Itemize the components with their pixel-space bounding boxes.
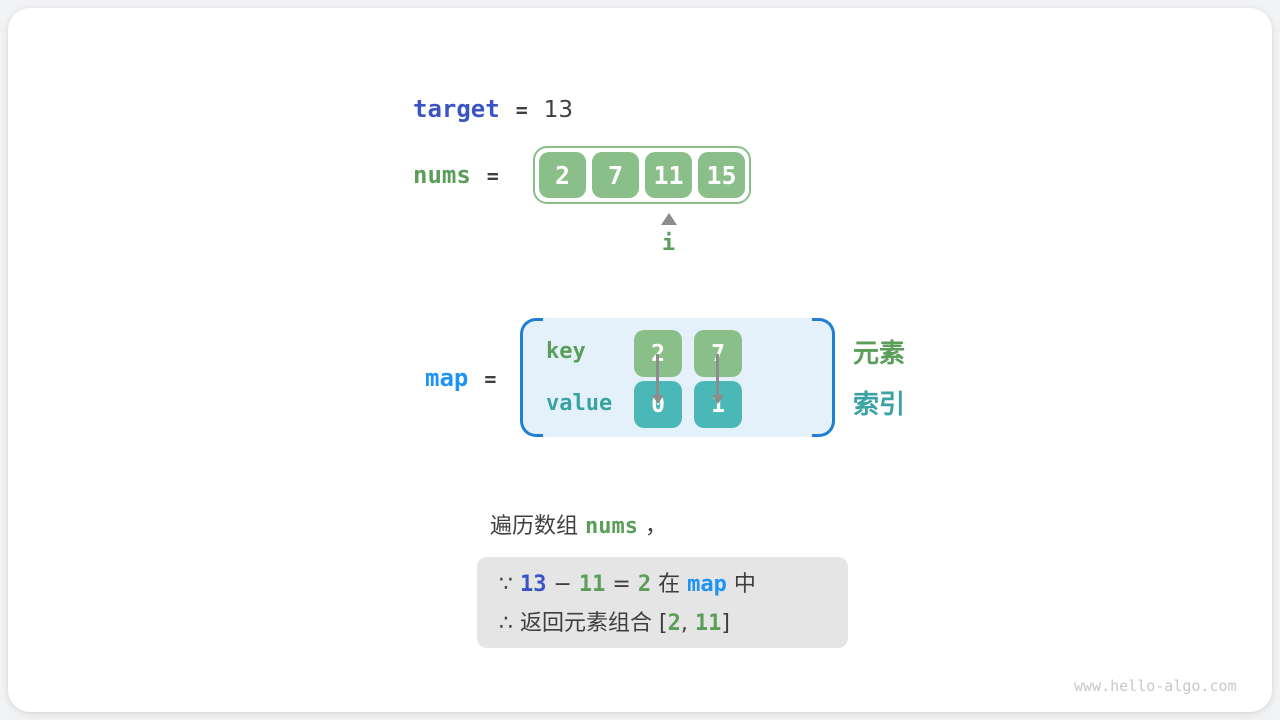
map-assignment: map = <box>425 364 496 393</box>
result-first-value: 2 <box>667 611 681 636</box>
nums-equals-sign: = <box>486 164 499 188</box>
nums-variable: nums <box>413 161 471 189</box>
conclusion-map-code: map <box>687 572 727 597</box>
caption-prefix: 遍历数组 <box>490 514 585 539</box>
legend-element-label: 元素 <box>853 339 906 369</box>
therefore-text: ∴ 返回元素组合 [ <box>499 611 668 636</box>
conclusion-box: ∵ 13 − 11 = 2 在 map 中 ∴ 返回元素组合 [2, 11] <box>477 557 848 648</box>
in-word: 在 <box>651 572 688 597</box>
comma-separator: , <box>680 611 695 636</box>
conclusion-complement-value: 2 <box>637 572 652 597</box>
map-key-cell: 2 <box>634 330 682 377</box>
target-assignment: target = 13 <box>413 95 573 124</box>
map-container: key value 2 7 0 1 <box>520 318 835 437</box>
minus-sign: − <box>546 572 579 597</box>
conclusion-line-2: ∴ 返回元素组合 [2, 11] <box>499 610 730 638</box>
key-to-value-arrow-icon <box>651 354 664 404</box>
conclusion-current-value: 11 <box>578 572 606 597</box>
map-equals-sign: = <box>484 367 497 391</box>
caption-line: 遍历数组 nums ， <box>490 513 667 541</box>
key-to-value-arrow-icon <box>711 354 724 404</box>
zhong-word: 中 <box>726 572 756 597</box>
map-right-bracket <box>812 318 835 437</box>
caption-suffix: ， <box>637 514 667 539</box>
because-symbol: ∵ <box>499 572 520 597</box>
target-equals-sign: = <box>515 98 528 122</box>
nums-array: 2 7 11 15 <box>533 146 751 204</box>
nums-assignment: nums = <box>413 161 499 190</box>
nums-cell: 7 <box>592 152 639 198</box>
nums-cell: 11 <box>645 152 692 198</box>
map-value-header: value <box>546 391 613 416</box>
caption-nums-code: nums <box>585 514 638 539</box>
map-left-bracket <box>520 318 543 437</box>
nums-cell: 2 <box>539 152 586 198</box>
nums-cell: 15 <box>698 152 745 198</box>
map-key-header: key <box>546 339 586 364</box>
conclusion-line-1: ∵ 13 − 11 = 2 在 map 中 <box>499 571 756 599</box>
index-pointer-arrow-icon <box>661 213 677 225</box>
target-variable: target <box>413 95 500 123</box>
equals-sign: = <box>605 572 638 597</box>
map-variable: map <box>425 364 469 392</box>
watermark-url: www.hello-algo.com <box>1074 677 1237 695</box>
legend-index-label: 索引 <box>853 390 906 420</box>
result-second-value: 11 <box>694 611 722 636</box>
closing-bracket: ] <box>721 611 730 636</box>
conclusion-target-value: 13 <box>520 572 547 597</box>
target-value: 13 <box>543 97 574 123</box>
index-pointer-label: i <box>661 231 676 256</box>
